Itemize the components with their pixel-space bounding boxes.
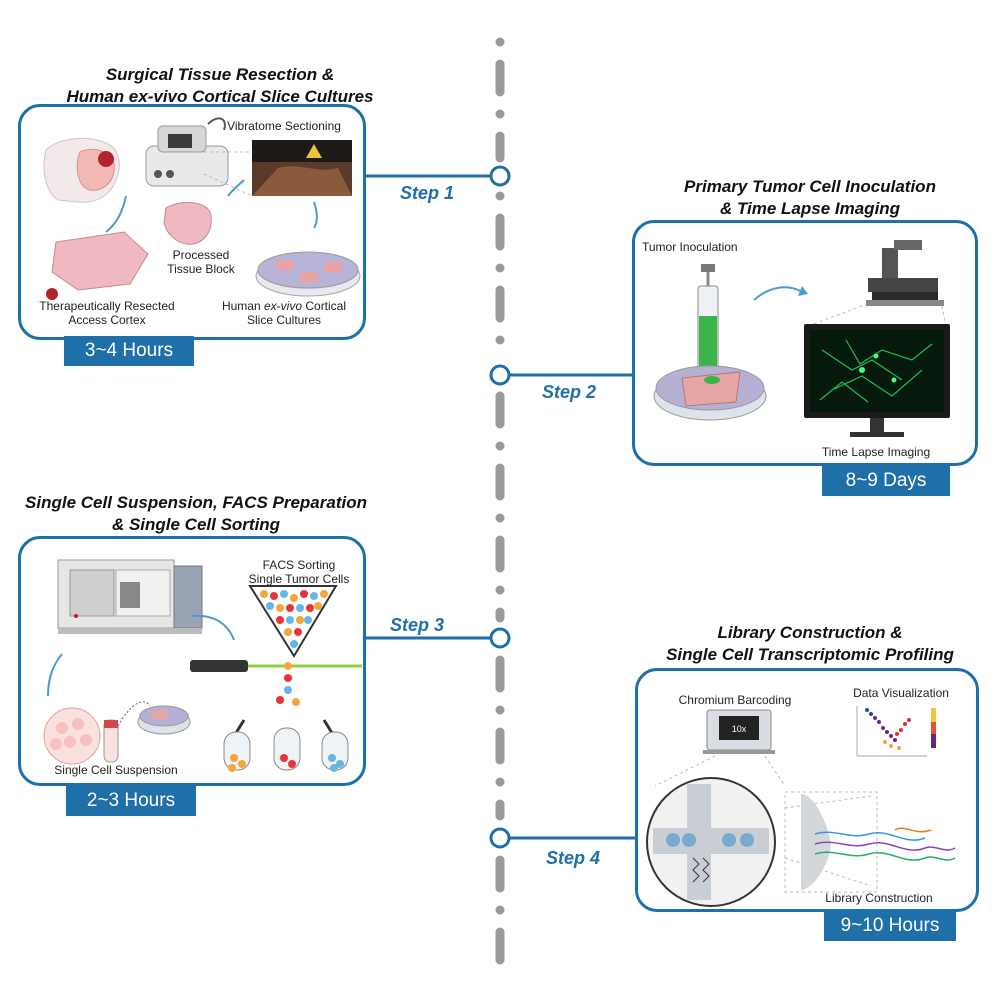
resected-caption-line1: Therapeutically Resected (39, 299, 175, 313)
culture-dish-icon (255, 251, 361, 297)
cell-suspension-icon (43, 701, 191, 765)
panel2-title-line2: & Time Lapse Imaging (719, 199, 901, 218)
cultures-italic: ex-vivo (264, 299, 303, 313)
microscope-icon (866, 240, 944, 306)
resected-caption-line2: Access Cortex (68, 313, 146, 327)
panel2-title: Primary Tumor Cell Inoculation & Time La… (630, 176, 990, 220)
time-lapse-caption: Time Lapse Imaging (821, 445, 931, 459)
library-construction-diagram (784, 791, 956, 893)
panel1-title-line2: Human ex-vivo Cortical Slice Cultures (66, 87, 374, 106)
panel2-title-line1: Primary Tumor Cell Inoculation (684, 177, 936, 196)
vibratome-caption: Vibratome Sectioning (227, 119, 341, 133)
panel4-title: Library Construction & Single Cell Trans… (640, 622, 980, 666)
cultures-caption-line2: Slice Cultures (246, 313, 322, 327)
panel2-illustration (653, 240, 950, 437)
step2-label: Step 2 (542, 382, 597, 402)
duration-badge-step2: 8~9 Days (822, 466, 950, 496)
cultures-caption: Human ex-vivo Cortical Slice Cultures (208, 299, 360, 327)
library-caption: Library Construction (825, 891, 933, 905)
panel1-illustration (43, 117, 361, 300)
suspension-caption: Single Cell Suspension (54, 763, 178, 777)
inoculation-dish-icon (653, 365, 767, 421)
cultures-pre: Human (221, 299, 264, 313)
facs-caption-line2: Single Tumor Cells (248, 572, 350, 586)
panel3-title-line2: & Single Cell Sorting (111, 515, 281, 534)
step1-label: Step 1 (400, 183, 455, 203)
panel1-title-line1: Surgical Tissue Resection & (105, 65, 335, 84)
panel3-illustration (43, 559, 362, 772)
processed-caption: Processed Tissue Block (146, 248, 256, 276)
processed-caption-line2: Tissue Block (167, 262, 235, 276)
monitor-icon (804, 324, 950, 437)
tumor-inoculation-caption: Tumor Inoculation (642, 240, 738, 254)
chromium-device-label: 10x (732, 724, 747, 734)
step3-label: Step 3 (390, 615, 445, 635)
data-visualization-plot (856, 706, 936, 757)
cultures-caption-line1: Human ex-vivo Cortical (208, 299, 360, 313)
step4-label: Step 4 (546, 848, 601, 868)
step1-node (489, 165, 511, 187)
duration-badge-step1: 3~4 Hours (64, 336, 194, 366)
laser-icon (190, 660, 248, 672)
head-icon (43, 137, 120, 203)
syringe-icon (697, 264, 719, 378)
cultures-post: Cortical (302, 299, 347, 313)
facs-caption-line1: FACS Sorting (262, 558, 336, 572)
resected-caption: Therapeutically Resected Access Cortex (22, 299, 192, 327)
microfluidic-junction-icon (646, 777, 776, 907)
chromium-device-icon: 10x (703, 709, 775, 754)
panel1-title: Surgical Tissue Resection & Human ex-viv… (20, 64, 420, 108)
collection-tubes-icon (223, 727, 349, 772)
duration-badge-step4: 9~10 Hours (824, 911, 956, 941)
panel4-title-line1: Library Construction & (717, 623, 903, 642)
step4-node (489, 827, 511, 849)
processed-caption-line1: Processed (172, 248, 230, 262)
dataviz-caption: Data Visualization (853, 686, 949, 700)
facs-machine-icon (57, 559, 203, 634)
panel4-illustration: 10x (646, 706, 956, 907)
panel4-title-line2: Single Cell Transcriptomic Profiling (666, 645, 954, 664)
vibratome-icon (145, 117, 229, 187)
resected-cortex-icon (51, 231, 149, 291)
step3-node (489, 627, 511, 649)
facs-caption: FACS Sorting Single Tumor Cells (234, 558, 364, 586)
panel3-title-line1: Single Cell Suspension, FACS Preparation (25, 493, 367, 512)
step2-node (489, 364, 511, 386)
tissue-block-icon (163, 202, 212, 245)
chromium-caption: Chromium Barcoding (678, 693, 792, 707)
panel3-title: Single Cell Suspension, FACS Preparation… (4, 492, 388, 536)
duration-badge-step3: 2~3 Hours (66, 786, 196, 816)
